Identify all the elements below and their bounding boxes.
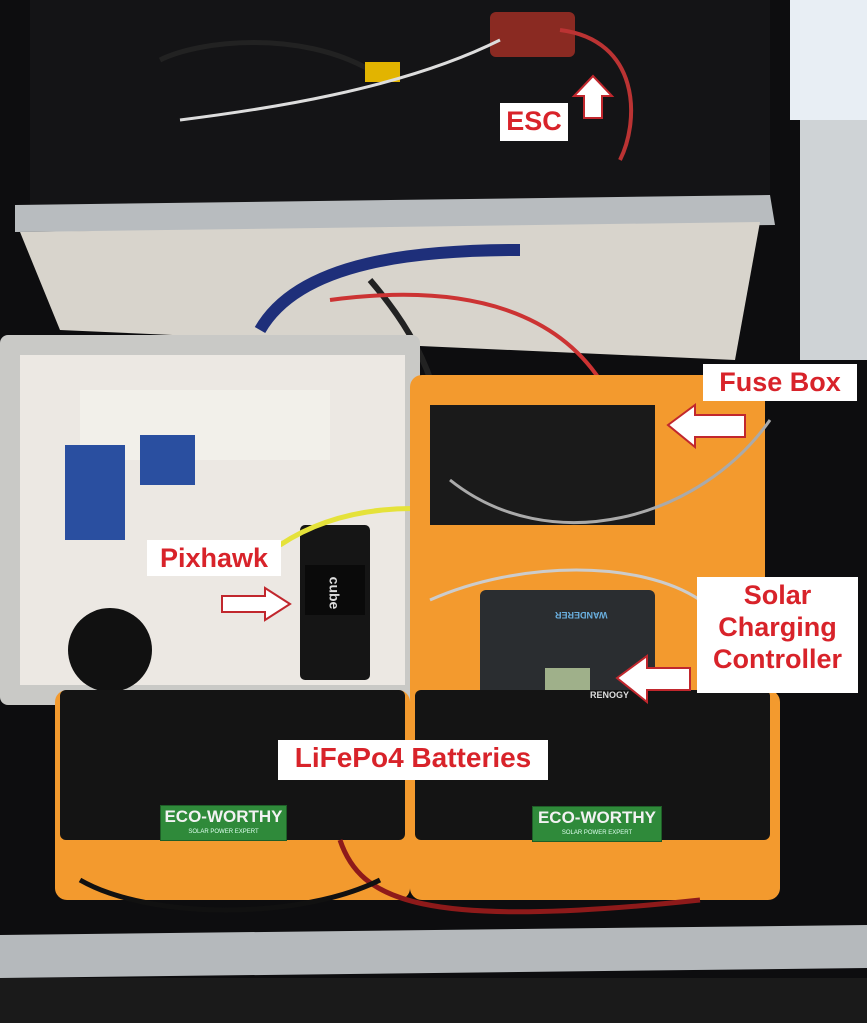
solar-controller-label: Solar Charging Controller [697, 577, 858, 693]
esc-device [490, 12, 575, 57]
batteries-label: LiFePo4 Batteries [278, 740, 548, 780]
solar-controller-device [480, 590, 655, 705]
pixhawk-arrow-icon [221, 586, 292, 622]
solar-controller-label-line2: Charging [718, 612, 837, 642]
esc-label: ESC [500, 103, 568, 141]
pixhawk-logo-text: cube [326, 576, 343, 610]
esc-arrow-icon [571, 74, 615, 119]
fuse-box-label: Fuse Box [703, 364, 857, 401]
gps-module [68, 608, 152, 692]
solar-controller-arrow-icon [615, 654, 691, 705]
solar-controller-label-line3: Controller [712, 644, 842, 674]
controller-model-text: WANDERER [555, 610, 608, 620]
battery-right [415, 690, 770, 840]
battery-left [60, 690, 405, 840]
fuse-box-arrow-icon [666, 403, 746, 450]
solar-controller-label-line1: Solar [743, 580, 812, 610]
fuse-box-device [430, 405, 655, 525]
controller-brand-text: RENOGY [590, 690, 630, 700]
pixhawk-label: Pixhawk [147, 540, 281, 576]
